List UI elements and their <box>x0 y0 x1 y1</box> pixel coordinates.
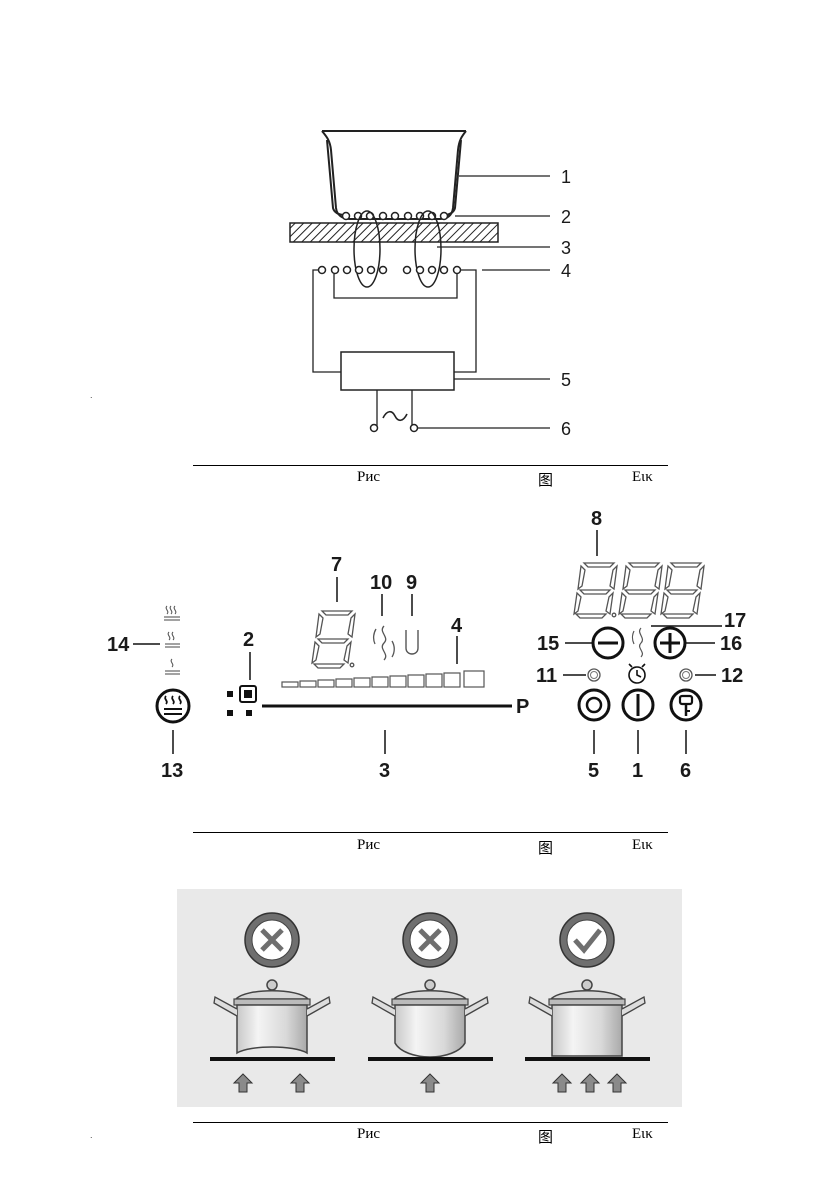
caption-ru-3: Рис <box>357 1126 380 1143</box>
stray-mark-2: . <box>90 1130 93 1140</box>
badge-check <box>560 913 614 967</box>
caption-zh-3: 图 <box>538 1126 553 1147</box>
badge-cross-2 <box>403 913 457 967</box>
cookware-suitability-diagram <box>0 0 839 1125</box>
caption-el-3: Εικ <box>632 1126 653 1143</box>
badge-cross-1 <box>245 913 299 967</box>
caption-rule-3 <box>193 1122 668 1123</box>
